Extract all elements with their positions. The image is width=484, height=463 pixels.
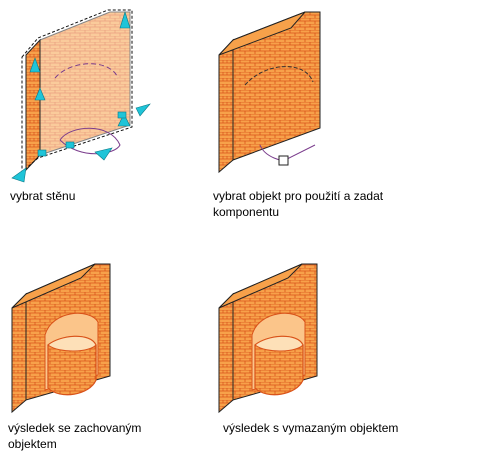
grip-mid-left xyxy=(34,87,46,101)
wall-side-face xyxy=(218,38,234,174)
wall-top-face xyxy=(218,263,303,309)
grip-square-2 xyxy=(117,111,127,119)
cylinder-top xyxy=(254,335,304,352)
figure-select-object: vybrat objekt pro použití a zadat kompon… xyxy=(205,0,484,230)
grip-mid-right xyxy=(117,113,131,127)
profile-curve xyxy=(244,66,314,86)
grip-square-1 xyxy=(65,141,75,149)
wall-side-face xyxy=(218,292,234,414)
caption-result-kept: výsledek se zachovaným objektem xyxy=(8,421,142,451)
grip-square-3 xyxy=(37,149,47,157)
figure-result-erased: výsledek s vymazaným objektem xyxy=(205,250,484,460)
figure-select-wall: vybrat stěnu xyxy=(0,0,200,220)
wall-front-face xyxy=(232,11,321,161)
caption-result-erased: výsledek s vymazaným objektem xyxy=(223,421,399,435)
pick-box xyxy=(278,155,289,166)
wall-front-face xyxy=(39,11,131,156)
grip-arrow-left xyxy=(11,167,27,183)
cylinder-top xyxy=(47,335,97,352)
wall-top-face xyxy=(218,11,306,56)
profile-curve xyxy=(54,63,119,79)
wall-top-face xyxy=(11,263,96,309)
wall-side-face xyxy=(11,292,27,414)
wall-select-illustration xyxy=(11,9,151,183)
result-erased-illustration xyxy=(218,263,318,414)
figure-result-kept: výsledek se zachovaným objektem xyxy=(0,250,200,460)
base-curve xyxy=(59,127,121,155)
caption-select-object: vybrat objekt pro použití a zadat kompon… xyxy=(213,189,384,219)
grip-arrow-bottom xyxy=(94,147,113,161)
result-kept-illustration xyxy=(11,263,111,414)
grip-arrow-right xyxy=(135,103,151,117)
grip-top-left xyxy=(29,57,41,73)
grip-top-right xyxy=(119,10,131,29)
caption-select-wall: vybrat stěnu xyxy=(10,189,76,203)
object-select-illustration xyxy=(218,11,321,174)
grips xyxy=(11,10,151,183)
